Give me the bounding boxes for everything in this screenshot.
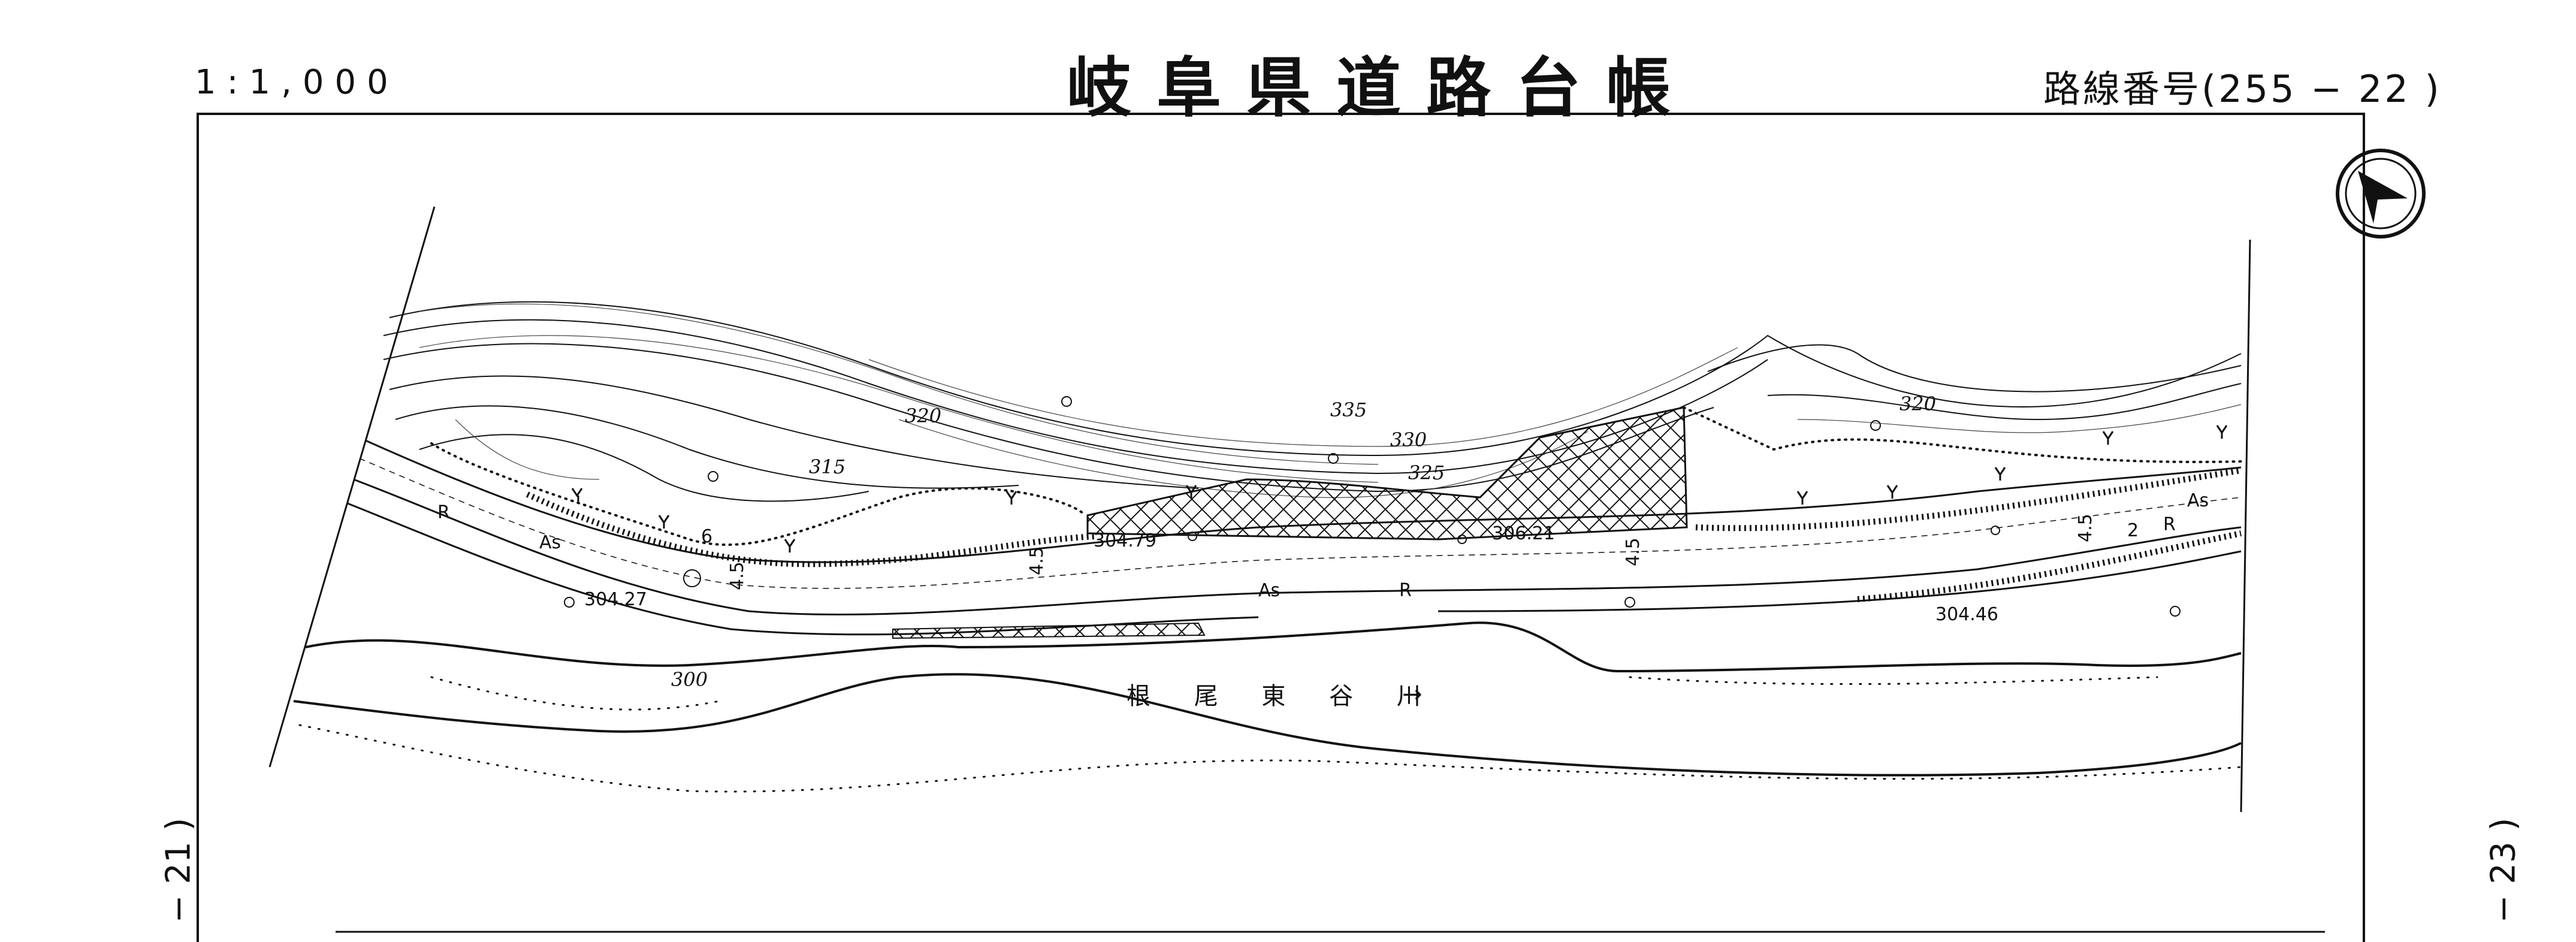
river-name: 根 尾 東 谷 川 [1127,683,1439,710]
surface-label: As [1258,580,1280,601]
width-label: 6 [701,526,712,547]
river-gravel [298,676,2242,793]
contour-label-330: 330 [1390,428,1427,451]
hatched-area-lower [892,622,1206,639]
map-scale: 1:1,000 [195,63,399,102]
width-label: 2 [2127,520,2139,541]
river-banks [293,621,2242,777]
surface-label: As [2187,490,2209,511]
flow-arrow-icon: → [1402,681,1440,708]
width-label: 4.5 [727,561,748,590]
shoulder-label: R [2163,514,2176,535]
shoulder-label: R [1399,580,1412,601]
route-number-value: (255 − 22 ) [2201,67,2442,111]
contour-label-335: 335 [1330,398,1367,421]
match-line-left [268,206,436,768]
elevation-label: 304.79 [1094,530,1156,551]
retaining-wall [526,467,2242,602]
contour-label-325: 325 [1408,461,1445,484]
map-frame [197,113,2365,942]
contour-label-315: 315 [809,455,845,478]
width-label: 4.5 [2075,514,2096,542]
surface-label: As [539,532,561,553]
match-line-right [2240,239,2251,813]
elevation-label: 306.21 [1492,523,1555,544]
contour-label-320-right: 320 [1899,393,1936,415]
contour-label-300: 300 [671,668,708,691]
contour-group-upper [383,301,2242,502]
vegetation-symbols [571,425,2228,552]
hatched-area-main [1086,406,1688,541]
survey-points [564,396,2181,617]
width-label: 4.5 [1026,547,1047,575]
vegetation-boundary [430,406,2242,547]
width-label: 4.5 [1623,538,1644,566]
road-centerline [359,458,2242,589]
contour-label-320-left: 320 [905,404,941,427]
contour-group-fine [419,303,2242,498]
north-arrow-icon [2336,149,2426,238]
elevation-label: 304.27 [584,589,647,610]
elevation-label: 304.46 [1935,604,1998,625]
route-label: 路線番号 [2043,67,2202,111]
shoulder-label: R [437,502,450,523]
route-number: 路線番号(255 − 22 ) [2043,59,2442,113]
